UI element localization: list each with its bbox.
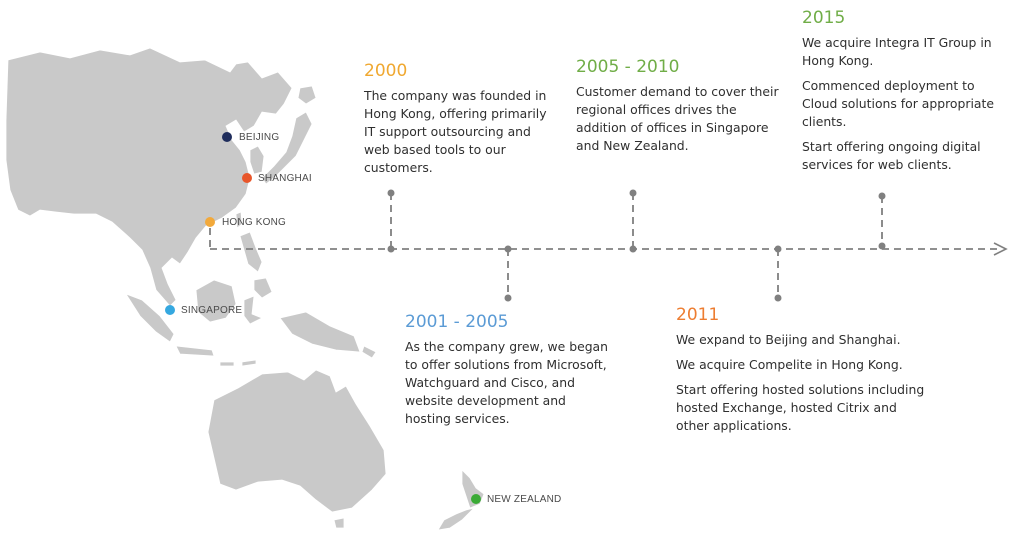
event-description: As the company grew, we began to offer s… [405,339,609,426]
event-2011: 2011 We expand to Beijing and Shanghai. … [676,305,931,442]
map-borneo [195,279,237,323]
event-description: Customer demand to cover their regional … [576,84,779,153]
map-sumatra [125,293,175,343]
event-year: 2005 - 2010 [576,57,680,77]
event-2015: 2015 We acquire Integra IT Group in Hong… [802,8,1007,181]
node-2005-2010-top [629,189,637,197]
map-asia-mainland [5,47,293,307]
node-2011-axis [774,245,782,253]
beijing-dot [222,132,232,142]
node-2001-2005-bottom [504,294,512,302]
event-description: We acquire Integra IT Group in Hong Kong… [802,35,992,68]
city-label-hong-kong: HONG KONG [222,217,287,228]
event-description: Start offering hosted solutions includin… [676,382,925,433]
map-philippines [239,231,263,273]
node-2000-axis [387,245,395,253]
map-new-zealand-south [437,507,476,531]
shanghai-dot [242,173,252,183]
city-label-shanghai: SHANGHAI [258,173,312,184]
city-label-beijing: BEIJING [239,132,280,143]
node-2000-top [387,189,395,197]
map-korea [249,145,265,175]
map-new-guinea [279,311,361,353]
event-year: 2000 [364,61,408,81]
event-description: We acquire Compelite in Hong Kong. [676,357,903,372]
event-year: 2015 [802,8,846,28]
hong-kong-dot [205,217,215,227]
node-2015-axis [878,242,886,250]
event-description: We expand to Beijing and Shanghai. [676,332,901,347]
event-description: Start offering ongoing digital services … [802,139,981,172]
event-year: 2001 - 2005 [405,312,509,332]
node-2001-2005-axis [504,245,512,253]
city-label-singapore: SINGAPORE [181,305,243,316]
node-2005-2010-axis [629,245,637,253]
new-zealand-dot [471,494,481,504]
singapore-dot [165,305,175,315]
node-2011-bottom [774,294,782,302]
event-description: The company was founded in Hong Kong, of… [364,88,547,175]
event-2000: 2000 The company was founded in Hong Kon… [364,61,554,184]
event-2005-2010: 2005 - 2010 Customer demand to cover the… [576,57,786,162]
event-year: 2011 [676,305,720,325]
node-2015-top [878,192,886,200]
event-description: Commenced deployment to Cloud solutions … [802,78,994,129]
city-label-new-zealand: NEW ZEALAND [487,494,562,505]
map-japan [261,111,313,185]
event-2001-2005: 2001 - 2005 As the company grew, we bega… [405,312,610,435]
timeline-arrow-head [993,242,1008,256]
map-australia [207,369,387,513]
